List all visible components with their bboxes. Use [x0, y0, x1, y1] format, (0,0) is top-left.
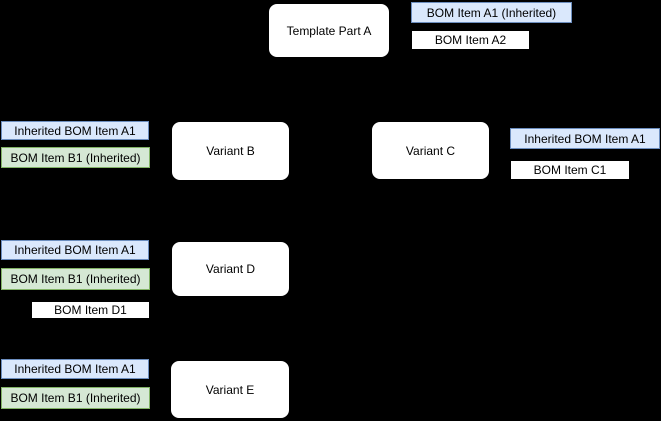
variant-c-node: Variant C — [371, 121, 490, 180]
variant-b-bom-item-b1-inherited-label: BOM Item B1 (Inherited) — [1, 147, 150, 168]
variant-d-node: Variant D — [171, 241, 290, 297]
template-part-a-node: Template Part A — [268, 3, 390, 58]
bom-item-a2-label: BOM Item A2 — [411, 30, 530, 50]
variant-b-node: Variant B — [171, 121, 290, 181]
variant-c-bom-item-c1-label: BOM Item C1 — [510, 160, 630, 180]
variant-e-inherited-bom-item-a1-label: Inherited BOM Item A1 — [1, 359, 149, 379]
variant-b-inherited-bom-item-a1-label: Inherited BOM Item A1 — [1, 121, 149, 140]
bom-item-a1-inherited-label: BOM Item A1 (Inherited) — [411, 2, 572, 23]
variant-e-bom-item-b1-inherited-label: BOM Item B1 (Inherited) — [1, 387, 150, 409]
variant-d-inherited-bom-item-a1-label: Inherited BOM Item A1 — [1, 240, 149, 260]
variant-d-bom-item-d1-label: BOM Item D1 — [31, 301, 150, 319]
variant-c-inherited-bom-item-a1-label: Inherited BOM Item A1 — [510, 128, 660, 149]
variant-d-bom-item-b1-inherited-label: BOM Item B1 (Inherited) — [1, 268, 150, 290]
variant-e-node: Variant E — [170, 360, 290, 419]
